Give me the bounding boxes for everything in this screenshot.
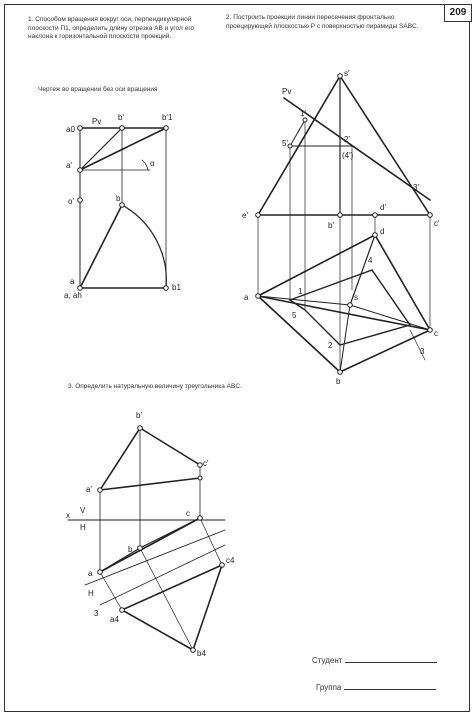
t2-label-b: b — [336, 377, 341, 386]
t3-edge-bc-front — [139, 427, 201, 466]
t3-edge-ab-top — [99, 547, 141, 573]
t2-label-three-h: 3 — [420, 347, 425, 356]
task1-caption: Чертеж во вращении без оси вращения — [38, 86, 158, 93]
t2-label-c: c — [434, 329, 438, 338]
t3-projector-a4 — [99, 571, 123, 611]
t3-label-a: a — [88, 569, 93, 578]
t1-label-o1: o' — [68, 197, 74, 206]
t3-label-b4: b4 — [197, 649, 206, 658]
t2-edge-ac — [257, 295, 431, 331]
t1-label-b1: b' — [118, 113, 124, 122]
t2-label-d1: d' — [380, 203, 386, 212]
t1-label-a: a — [70, 277, 75, 286]
group-label: Группа — [316, 683, 342, 692]
task2-text: 2. Построить проекции линии пересечения … — [226, 14, 419, 30]
t2-ext-3 — [409, 329, 426, 361]
t2-edge-ab — [257, 295, 341, 373]
t1-label-a0: a0 — [66, 125, 75, 134]
t2-label-p: Pv — [282, 87, 291, 96]
t3-label-c1: c' — [203, 459, 209, 468]
t3-label-c: c — [186, 509, 190, 518]
t2-label-four-h: 4 — [368, 256, 373, 265]
t2-label-b1: b' — [328, 221, 334, 230]
t2-label-two: 2' — [344, 135, 350, 144]
t1-rotation-arc — [121, 204, 167, 289]
t2-label-one: 1' — [300, 109, 306, 118]
t3-label-a4: a4 — [110, 615, 119, 624]
t2-edge-sc-front — [339, 75, 431, 216]
t1-label-ah: a, ah — [64, 291, 82, 300]
t2-edge-ds — [349, 234, 376, 306]
t1-label-b2: b'1 — [162, 113, 173, 122]
t3-axis-h1b — [99, 544, 226, 606]
t2-label-c1: c' — [434, 219, 440, 228]
t3-label-three: 3 — [94, 609, 99, 618]
t3-true-ac — [121, 564, 223, 611]
t2-section-polygon — [288, 269, 412, 346]
t2-label-one-h: 1 — [298, 287, 303, 296]
task3-drawing — [67, 425, 226, 653]
t2-label-five-h: 5 — [292, 311, 297, 320]
t2-label-s1: s' — [344, 69, 350, 78]
t3-label-h1: H — [88, 589, 94, 598]
t2-label-five: 5' — [282, 139, 288, 148]
t1-label-alpha: α — [150, 159, 155, 168]
t2-section-front2 — [289, 119, 306, 147]
t2-edge-bs — [339, 304, 351, 373]
t3-true-bc — [192, 564, 223, 651]
t2-label-three: 3' — [413, 183, 419, 192]
t2-edge-dc — [374, 234, 431, 331]
task1-drawing — [77, 125, 169, 291]
t3-label-v: V — [80, 506, 86, 515]
t2-label-four: (4') — [342, 151, 354, 160]
t2-edge-as — [257, 295, 351, 306]
t2-label-a: a — [244, 293, 249, 302]
t3-true-ab — [121, 609, 194, 651]
t3-edge-bc-top — [139, 517, 201, 549]
t2-plane-trace — [283, 97, 431, 201]
t3-label-h: H — [80, 523, 86, 532]
page-number: 209 — [444, 4, 472, 22]
t1-segment-ab-front — [79, 127, 123, 171]
student-label: Студент — [312, 656, 343, 665]
task3-text: 3. Определить натуральную величину треуг… — [68, 383, 242, 390]
t3-axis-h1 — [84, 529, 226, 586]
student-field[interactable]: Студент — [312, 656, 438, 665]
t3-edge-ac-front — [99, 477, 201, 491]
t3-label-b1: b' — [136, 411, 142, 420]
t1-label-p: Pv — [92, 117, 101, 126]
t1-label-b: b — [116, 194, 121, 203]
group-line[interactable] — [344, 689, 437, 690]
t3-label-x: x — [66, 511, 70, 520]
t3-projector-b4 — [139, 547, 194, 651]
task2-drawing — [255, 73, 433, 375]
worksheet-border — [4, 4, 470, 712]
t3-edge-ab-front — [99, 427, 141, 491]
task1-text: 1. Способом вращения вокруг оси, перпенд… — [28, 16, 195, 40]
t2-label-two-h: 2 — [328, 341, 333, 350]
t1-label-a1: a' — [66, 161, 72, 170]
group-field[interactable]: Группа — [316, 683, 437, 692]
t1-angle-arc — [141, 159, 149, 171]
t1-segment-rotated — [79, 127, 167, 171]
t3-label-b: b — [128, 545, 133, 554]
t2-edge-bc — [339, 329, 431, 373]
t2-label-d: d — [380, 227, 384, 236]
t2-edge-cs — [349, 304, 431, 331]
t3-projector-c4 — [199, 517, 223, 566]
t1-label-bb1: b1 — [172, 283, 181, 292]
t1-segment-ab-top — [79, 204, 123, 289]
t3-label-a1: a' — [86, 485, 92, 494]
t2-label-e1: e' — [242, 211, 248, 220]
student-line[interactable] — [345, 662, 438, 663]
t2-edge-ad — [257, 234, 376, 297]
t3-label-c4: c4 — [226, 556, 235, 565]
t2-label-s: s — [354, 293, 358, 302]
